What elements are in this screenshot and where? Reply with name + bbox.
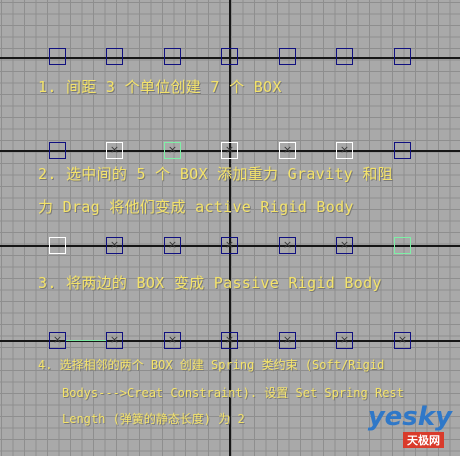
row1-box-4[interactable] [221,48,238,65]
step-2-text-line2: 力 Drag 将他们变成 active Rigid Body [38,198,354,216]
step-2-text-line1: 2. 选中间的 5 个 BOX 添加重力 Gravity 和阻 [38,165,393,183]
row3-box-3[interactable]: × [164,237,181,254]
row2-box-2[interactable]: × [106,142,123,159]
rigid-body-marker-icon: × [339,143,350,156]
rigid-body-marker-icon: × [224,143,235,156]
row4-box-6[interactable]: × [336,332,353,349]
step-4-text-line1: 4. 选择相邻的两个 BOX 创建 Spring 类约束 (Soft/Rigid [38,358,385,372]
horizontal-axis-line-3 [0,245,460,247]
rigid-body-marker-icon: × [224,333,235,346]
row1-box-7[interactable] [394,48,411,65]
row2-box-7[interactable] [394,142,411,159]
step-3-text: 3. 将两边的 BOX 变成 Passive Rigid Body [38,274,382,292]
rigid-body-marker-icon: × [282,143,293,156]
step-1-text: 1. 间距 3 个单位创建 7 个 BOX [38,78,282,96]
horizontal-axis-line-1 [0,57,460,59]
rigid-body-marker-icon: × [52,333,63,346]
row4-box-1[interactable]: × [49,332,66,349]
row4-box-4[interactable]: × [221,332,238,349]
rigid-body-marker-icon: × [339,333,350,346]
row3-box-6[interactable]: × [336,237,353,254]
row1-box-6[interactable] [336,48,353,65]
yesky-logo: yesky [367,402,452,432]
row3-box-7[interactable] [394,237,411,254]
rigid-body-marker-icon: × [339,238,350,251]
row4-box-5[interactable]: × [279,332,296,349]
rigid-body-marker-icon: × [109,238,120,251]
row3-box-4[interactable]: × [221,237,238,254]
row4-box-3[interactable]: × [164,332,181,349]
rigid-body-marker-icon: × [282,238,293,251]
step-4-text-line2: Bodys--->Creat Constraint). 设置 Set Sprin… [62,386,404,400]
spring-constraint [66,340,106,341]
vertical-axis-line [229,0,231,456]
row1-box-3[interactable] [164,48,181,65]
row1-box-1[interactable] [49,48,66,65]
horizontal-axis-line-4 [0,340,460,342]
row2-box-3[interactable]: × [164,142,181,159]
rigid-body-marker-icon: × [109,333,120,346]
rigid-body-marker-icon: × [224,238,235,251]
step-4-text-line3: Length (弹簧的静态长度) 为 2 [62,412,245,426]
rigid-body-marker-icon: × [167,238,178,251]
rigid-body-marker-icon: × [397,333,408,346]
row1-box-2[interactable] [106,48,123,65]
row4-box-2[interactable]: × [106,332,123,349]
row3-box-2[interactable]: × [106,237,123,254]
row3-box-1[interactable] [49,237,66,254]
yesky-logo-subtitle: 天极网 [403,432,444,448]
row4-box-7[interactable]: × [394,332,411,349]
rigid-body-marker-icon: × [167,333,178,346]
row2-box-6[interactable]: × [336,142,353,159]
rigid-body-marker-icon: × [167,143,178,156]
row2-box-1[interactable] [49,142,66,159]
rigid-body-marker-icon: × [282,333,293,346]
rigid-body-marker-icon: × [109,143,120,156]
row3-box-5[interactable]: × [279,237,296,254]
row1-box-5[interactable] [279,48,296,65]
horizontal-axis-line-2 [0,150,460,152]
row2-box-4[interactable]: × [221,142,238,159]
row2-box-5[interactable]: × [279,142,296,159]
